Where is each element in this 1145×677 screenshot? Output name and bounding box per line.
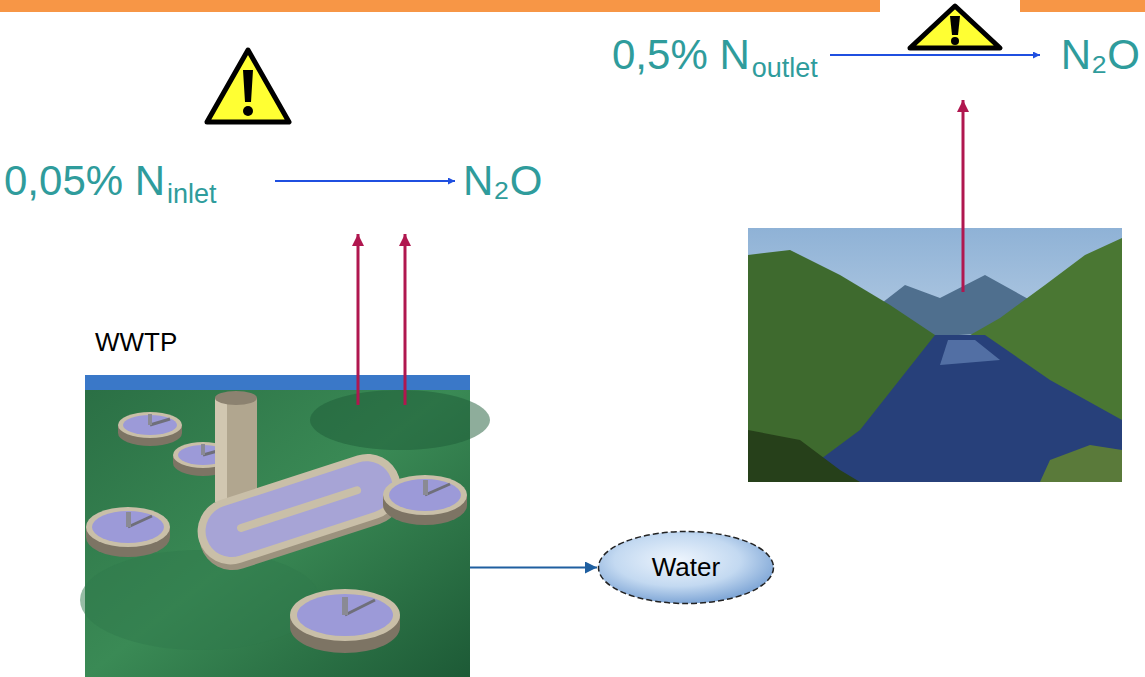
tank-arm xyxy=(345,600,375,615)
tank-rim xyxy=(118,412,182,438)
ellipse-outline xyxy=(597,530,775,605)
tank-rim xyxy=(383,475,467,515)
warning-sign xyxy=(207,50,289,122)
ditch-rim xyxy=(189,445,409,573)
tower-body xyxy=(215,398,257,502)
emission-arrow xyxy=(357,234,360,405)
ellipse-shape xyxy=(599,532,774,604)
photo-foreground xyxy=(748,430,860,482)
node-title: WWTP xyxy=(95,328,177,358)
photo-reflection xyxy=(940,340,1000,365)
river-photo xyxy=(748,228,1122,482)
wwtp-illustration xyxy=(80,375,490,677)
tank-post xyxy=(148,414,152,425)
emission-arrow xyxy=(404,234,407,405)
warning-dot xyxy=(951,37,959,45)
tank-post xyxy=(126,512,131,527)
tank-post xyxy=(201,444,205,455)
emission-factor: 0,05% N xyxy=(4,160,165,202)
node-title: Water xyxy=(652,553,720,583)
ground-shade xyxy=(310,390,490,450)
plant-illustration: WWTP xyxy=(85,325,470,677)
tank-water xyxy=(123,415,177,435)
photo-river xyxy=(790,335,1122,482)
reaction-arrow xyxy=(830,54,1040,56)
ground-shade xyxy=(80,550,320,650)
clarifier-tank xyxy=(86,507,170,557)
water-ellipse: Water xyxy=(597,530,775,605)
ditch-divider xyxy=(236,485,362,533)
tower-top xyxy=(215,391,257,405)
warning-mark xyxy=(950,16,960,35)
clarifier-tank xyxy=(118,412,182,446)
emission-factor: 0,5% N xyxy=(612,34,750,76)
subscript: inlet xyxy=(167,181,217,208)
reaction-arrow xyxy=(275,180,455,182)
emission-arrow xyxy=(962,100,965,292)
gas-formula: N₂O xyxy=(1061,34,1140,76)
tank-rim xyxy=(290,589,400,641)
warning-mark xyxy=(243,70,253,102)
warning-dot xyxy=(243,106,253,116)
oxidation-ditch xyxy=(189,445,411,578)
clarifier-tank xyxy=(383,475,467,525)
subscript: outlet xyxy=(752,55,818,82)
tank-post xyxy=(342,597,348,615)
gas-formula: N₂O xyxy=(463,160,542,202)
flow-arrow xyxy=(470,567,597,569)
tank-arm xyxy=(128,516,152,527)
tower-highlight xyxy=(215,398,227,502)
tank-post xyxy=(423,480,428,495)
photo-sky xyxy=(748,228,1122,482)
digester-tower xyxy=(215,391,257,502)
warning-triangle xyxy=(910,6,1000,48)
ditch-water xyxy=(199,454,400,563)
tank-rim xyxy=(86,507,170,547)
warning-triangle xyxy=(207,50,289,122)
tank-water xyxy=(297,594,393,636)
photo-foreground xyxy=(1040,445,1122,482)
warning-sign xyxy=(910,6,1000,48)
clarifier-tank xyxy=(290,589,400,653)
tank-water xyxy=(389,479,461,511)
tank-arm xyxy=(150,419,170,425)
sky-strip xyxy=(85,375,470,390)
tank-water xyxy=(92,511,164,543)
tank-arm xyxy=(425,484,450,495)
